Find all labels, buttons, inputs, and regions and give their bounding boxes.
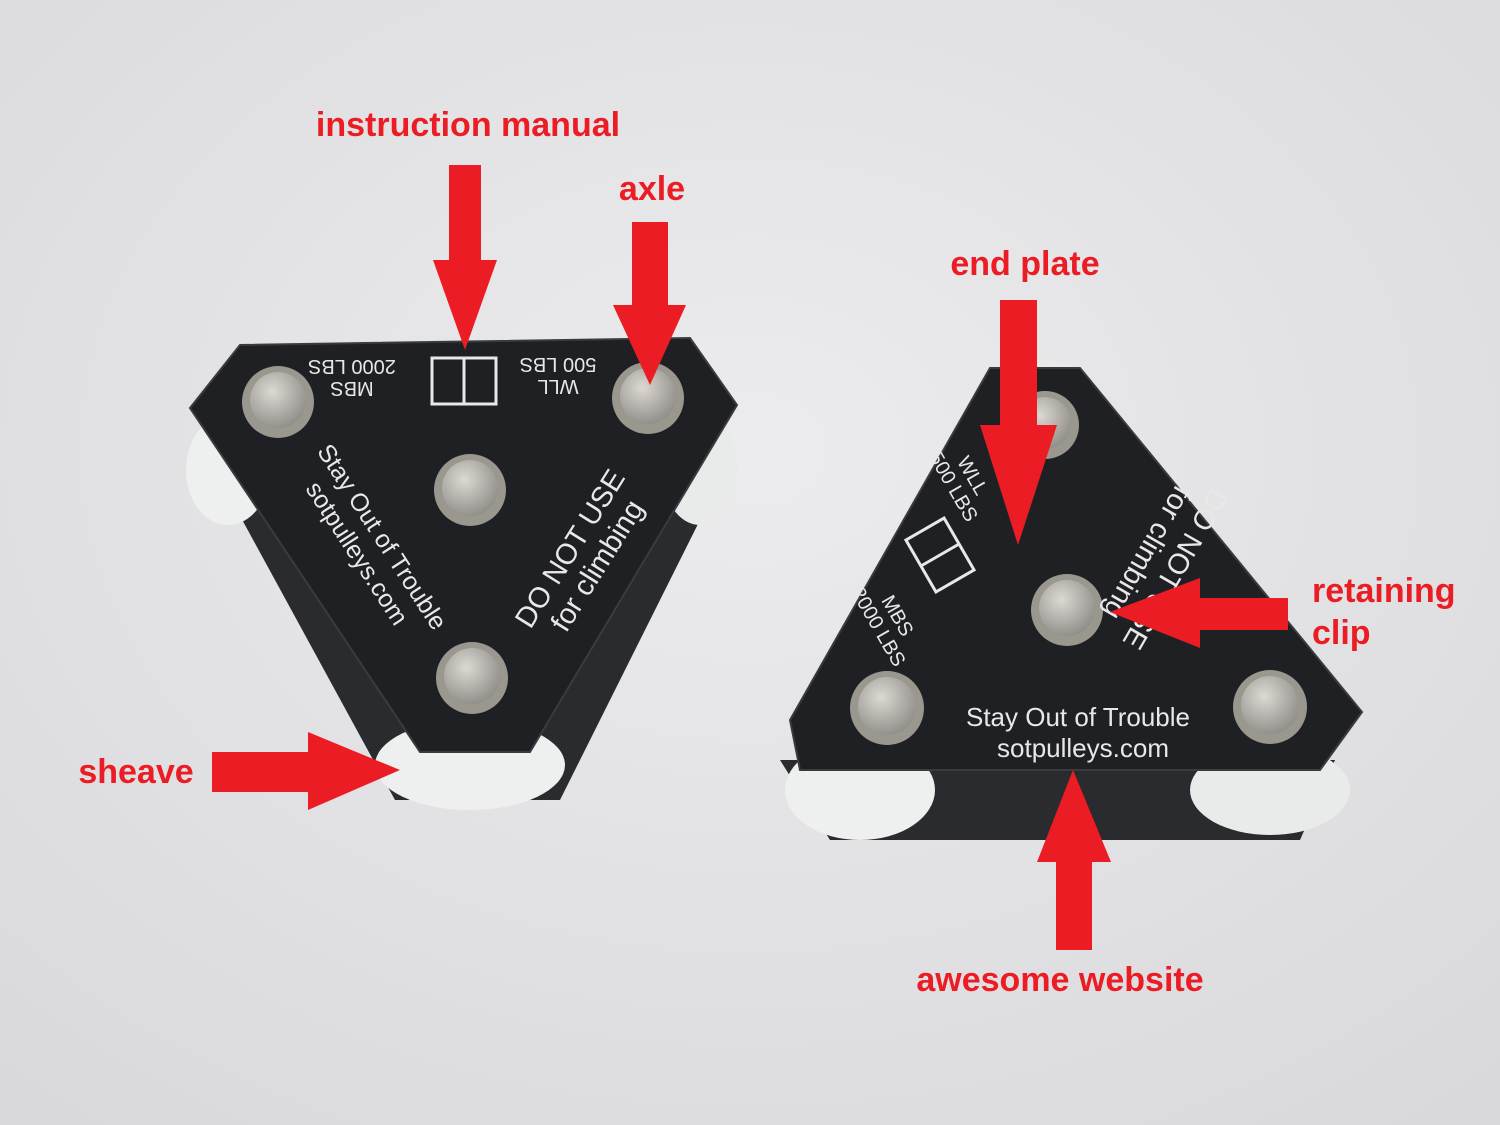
arrow-left-icon — [1110, 578, 1288, 648]
label-retaining-clip-line2: clip — [1312, 614, 1371, 652]
label-end-plate: end plate — [950, 245, 1099, 283]
label-sheave: sheave — [78, 753, 193, 791]
pulley-right: Stay Out of Trouble sotpulleys.com MBS 2… — [780, 360, 1364, 840]
label-axle: axle — [619, 170, 685, 208]
axle — [612, 362, 684, 434]
axle — [434, 454, 506, 526]
pulley-left: MBS 2000 LBS WLL 500 LBS Stay Out of Tro… — [186, 336, 739, 810]
arrow-up-icon — [1037, 770, 1111, 950]
brand-text: Stay Out of Trouble — [966, 702, 1190, 732]
axle — [242, 366, 314, 438]
label-awesome-website: awesome website — [916, 961, 1203, 999]
website-text: sotpulleys.com — [997, 733, 1169, 763]
wll-value: 500 LBS — [520, 353, 597, 375]
mbs-label: MBS — [330, 377, 373, 399]
manual-icon — [430, 356, 498, 406]
arrow-down-icon — [980, 300, 1057, 545]
axle — [436, 642, 508, 714]
axle — [850, 671, 924, 745]
mbs-value: 2000 LBS — [308, 355, 396, 377]
arrow-right-icon — [212, 732, 400, 810]
wll-label: WLL — [537, 375, 578, 397]
manual-icon — [903, 515, 977, 595]
axle — [1233, 670, 1307, 744]
axle — [1031, 574, 1103, 646]
arrow-down-icon — [433, 165, 497, 350]
label-instruction-manual: instruction manual — [316, 106, 620, 144]
arrow-down-icon — [613, 222, 686, 385]
end-plate — [188, 336, 739, 753]
end-plate — [788, 367, 1364, 771]
label-retaining-clip-line1: retaining — [1312, 572, 1456, 610]
